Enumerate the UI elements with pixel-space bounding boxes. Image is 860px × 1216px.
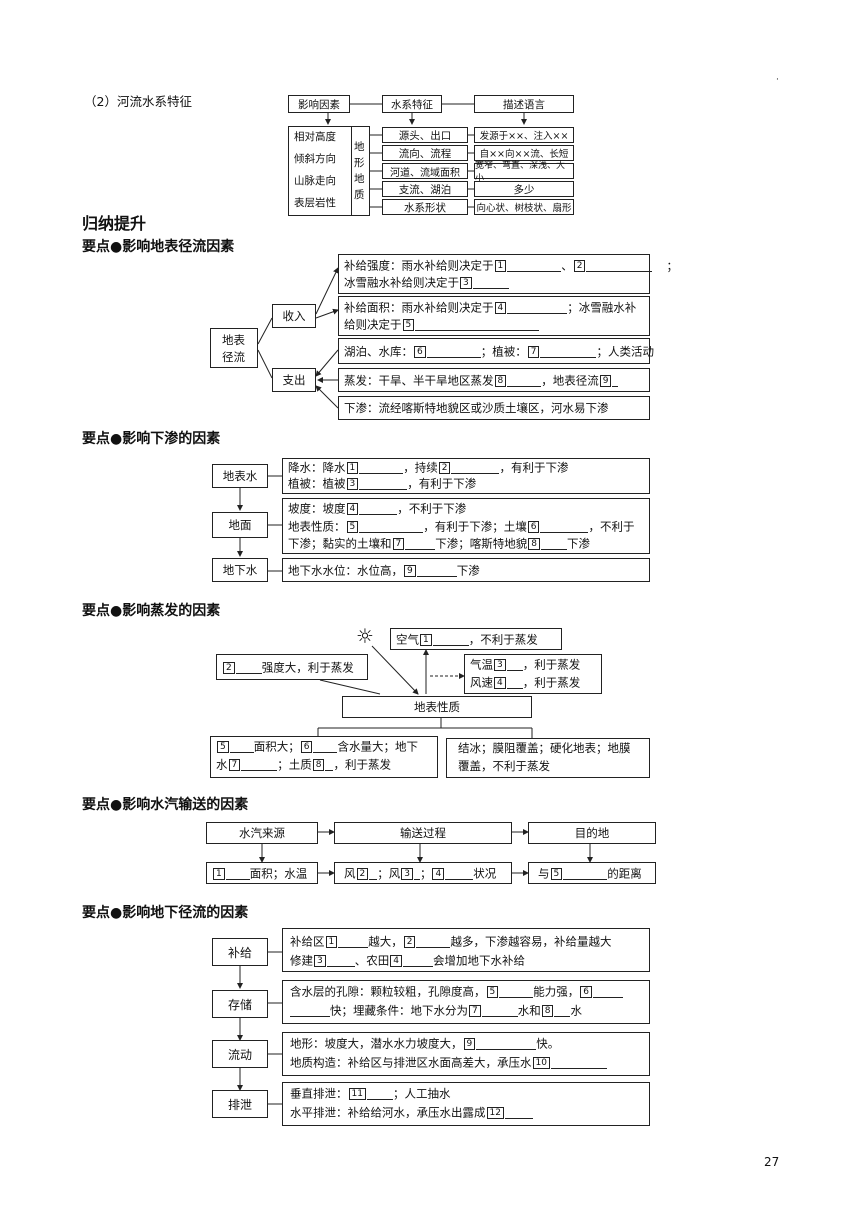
s1-root-surface-runoff: 地表 径流 bbox=[210, 328, 258, 368]
s5-storage-box bbox=[282, 980, 650, 1024]
rs-factor-surface-lithology: 表层岩性 bbox=[294, 197, 336, 209]
s5-recharge: 补给 bbox=[212, 938, 268, 966]
corner-dot: · bbox=[776, 75, 779, 85]
s3-heading: 要点●影响蒸发的因素 bbox=[82, 603, 221, 619]
rs-desc-flow: 自××向××流、长短 bbox=[474, 145, 574, 161]
s1-infiltration-box bbox=[338, 396, 650, 420]
s4-vapor-source: 水汽来源 bbox=[206, 822, 318, 844]
s1-lakes-box bbox=[338, 338, 650, 364]
s2-surface-water: 地表水 bbox=[212, 464, 268, 488]
s1-heading: 要点●影响地表径流因素 bbox=[82, 239, 235, 255]
rs-feature-tributary: 支流、湖泊 bbox=[382, 181, 468, 197]
s3-unfavorable-line2: 覆盖，不利于蒸发 bbox=[458, 759, 550, 773]
s2-heading: 要点●影响下渗的因素 bbox=[82, 431, 221, 447]
river-system-label: （2）河流水系特征 bbox=[84, 94, 192, 109]
s2-groundwater: 地下水 bbox=[212, 558, 268, 582]
rs-vertical-char-2: 形 bbox=[354, 157, 365, 169]
rs-feature-channel: 河道、流域面积 bbox=[382, 163, 468, 179]
s5-discharge: 排泄 bbox=[212, 1090, 268, 1118]
s5-discharge-box bbox=[282, 1082, 650, 1126]
s3-surface-properties: 地表性质 bbox=[342, 696, 532, 718]
rs-header-description: 描述语言 bbox=[474, 95, 574, 113]
rs-feature-flow: 流向、流程 bbox=[382, 145, 468, 161]
s1-lakes-line: 湖泊、水库：6；植被：7；人类活动 bbox=[344, 344, 654, 359]
s3-temp-wind-box bbox=[464, 654, 602, 694]
s1-evaporation-box bbox=[338, 368, 650, 392]
s1-supply-area-box bbox=[338, 296, 650, 336]
rs-vertical-char-1: 地 bbox=[354, 141, 365, 153]
s2-groundwater-box bbox=[282, 558, 650, 582]
s2-ground-surface: 地面 bbox=[212, 512, 268, 538]
s1-income: 收入 bbox=[272, 304, 316, 328]
rs-factor-block bbox=[288, 126, 370, 216]
rs-factor-slope-direction: 倾斜方向 bbox=[294, 153, 336, 165]
rs-header-factor: 影响因素 bbox=[288, 95, 350, 113]
section-title: 归纳提升 bbox=[82, 214, 147, 233]
rs-desc-tributary: 多少 bbox=[474, 181, 574, 197]
s1-supply-intensity-box bbox=[338, 254, 650, 294]
rs-feature-source: 源头、出口 bbox=[382, 127, 468, 143]
rs-desc-source: 发源于××、注入×× bbox=[474, 127, 574, 143]
s4-heading: 要点●影响水汽输送的因素 bbox=[82, 797, 249, 813]
s5-heading: 要点●影响地下径流的因素 bbox=[82, 905, 249, 921]
s4-source-box bbox=[206, 862, 318, 884]
rs-feature-shape: 水系形状 bbox=[382, 199, 468, 215]
page-number: 27 bbox=[764, 1155, 780, 1169]
rs-factor-relative-height: 相对高度 bbox=[294, 131, 336, 143]
rs-vertical-char-4: 质 bbox=[354, 189, 365, 201]
rs-header-feature: 水系特征 bbox=[382, 95, 442, 113]
s4-process-box bbox=[334, 862, 512, 884]
s3-favorable-box bbox=[210, 736, 438, 778]
s4-destination-box bbox=[528, 862, 656, 884]
s1-infiltration-line: 下渗：流经喀斯特地貌区或沙质土壤区，河水易下渗 bbox=[344, 401, 609, 415]
rs-desc-channel: 宽窄、弯直、深浅、大小 bbox=[474, 161, 574, 184]
s3-radiation-box bbox=[216, 654, 368, 680]
s3-air-box bbox=[390, 628, 562, 650]
s3-unfavorable-box bbox=[446, 738, 650, 778]
s5-flow: 流动 bbox=[212, 1040, 268, 1068]
rs-desc-shape: 向心状、树枝状、扇形 bbox=[474, 199, 574, 215]
s5-recharge-box bbox=[282, 928, 650, 972]
s2-precip-box bbox=[282, 458, 650, 494]
s4-transport-process: 输送过程 bbox=[334, 822, 512, 844]
s2-slope-box bbox=[282, 498, 650, 554]
s4-destination: 目的地 bbox=[528, 822, 656, 844]
s5-storage: 存储 bbox=[212, 990, 268, 1018]
sun-icon: ☼ bbox=[356, 624, 374, 648]
rs-vertical-char-3: 地 bbox=[354, 173, 365, 185]
s5-discharge-line1: 垂直排泄：11；人工抽水 bbox=[290, 1086, 451, 1101]
rs-factor-mountain-trend: 山脉走向 bbox=[294, 175, 336, 187]
s3-unfavorable-line1: 结冰；膜阻覆盖；硬化地表；地膜 bbox=[458, 741, 631, 755]
s1-expense: 支出 bbox=[272, 368, 316, 392]
